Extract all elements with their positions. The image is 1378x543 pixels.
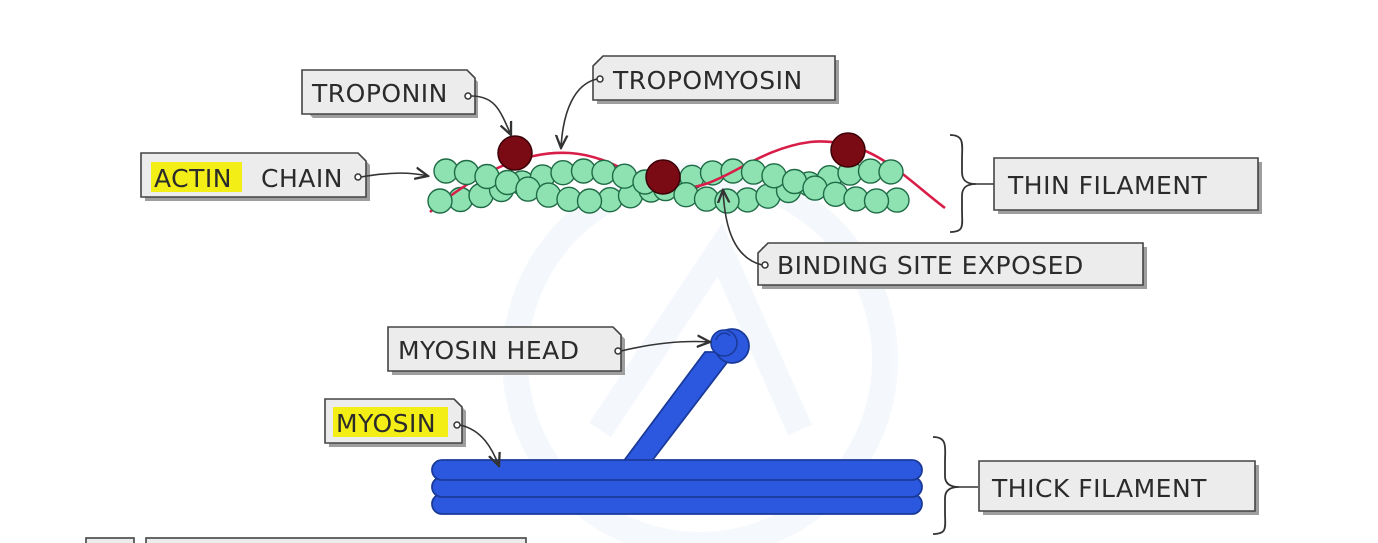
myosin-head-label: MYOSIN HEAD — [398, 336, 580, 365]
actin-bead — [863, 188, 890, 214]
label-thick-filament: THICK FILAMENT — [978, 460, 1259, 515]
actin-beads-front — [427, 159, 904, 214]
actin-bead — [714, 188, 740, 214]
troponin-label: TROPONIN — [311, 79, 448, 108]
cropped-boxes — [85, 537, 527, 543]
label-thin-filament: THIN FILAMENT — [993, 157, 1262, 214]
thin-filament-brace — [949, 134, 977, 233]
troponin-blob-2 — [645, 159, 681, 195]
actin-label: ACTIN — [154, 164, 232, 193]
actin-bead — [591, 159, 617, 186]
thick-filament-label: THICK FILAMENT — [991, 474, 1207, 503]
troponin-blob-1 — [497, 135, 533, 171]
thin-filament — [427, 132, 946, 214]
thick-filament-brace — [932, 436, 960, 535]
label-myosin-head: MYOSIN HEAD — [387, 326, 710, 375]
label-troponin: TROPONIN — [301, 69, 511, 135]
chain-label: CHAIN — [261, 164, 343, 193]
actin-highlight — [151, 162, 242, 192]
label-actin-chain: ACTIN CHAIN — [140, 152, 428, 201]
thin-filament-label: THIN FILAMENT — [1007, 171, 1208, 200]
actin-bead — [535, 182, 562, 208]
myosin-head — [710, 328, 750, 364]
actin-bead — [427, 188, 453, 214]
tropomyosin-label: TROPOMYOSIN — [612, 66, 803, 95]
binding-site-label: BINDING SITE EXPOSED — [777, 251, 1084, 280]
label-tropomyosin: TROPOMYOSIN — [561, 55, 839, 148]
myosin-highlight — [333, 407, 448, 437]
troponin-blob-3 — [830, 132, 866, 168]
label-binding-site-exposed: BINDING SITE EXPOSED — [723, 190, 1147, 289]
thick-filament — [431, 328, 923, 515]
myosin-label: MYOSIN — [336, 409, 436, 438]
myosin-rod-top — [431, 459, 923, 481]
actin-bead — [576, 188, 603, 214]
actin-bead — [453, 159, 480, 186]
label-myosin: MYOSIN — [324, 398, 499, 466]
actin-bead — [878, 159, 904, 185]
